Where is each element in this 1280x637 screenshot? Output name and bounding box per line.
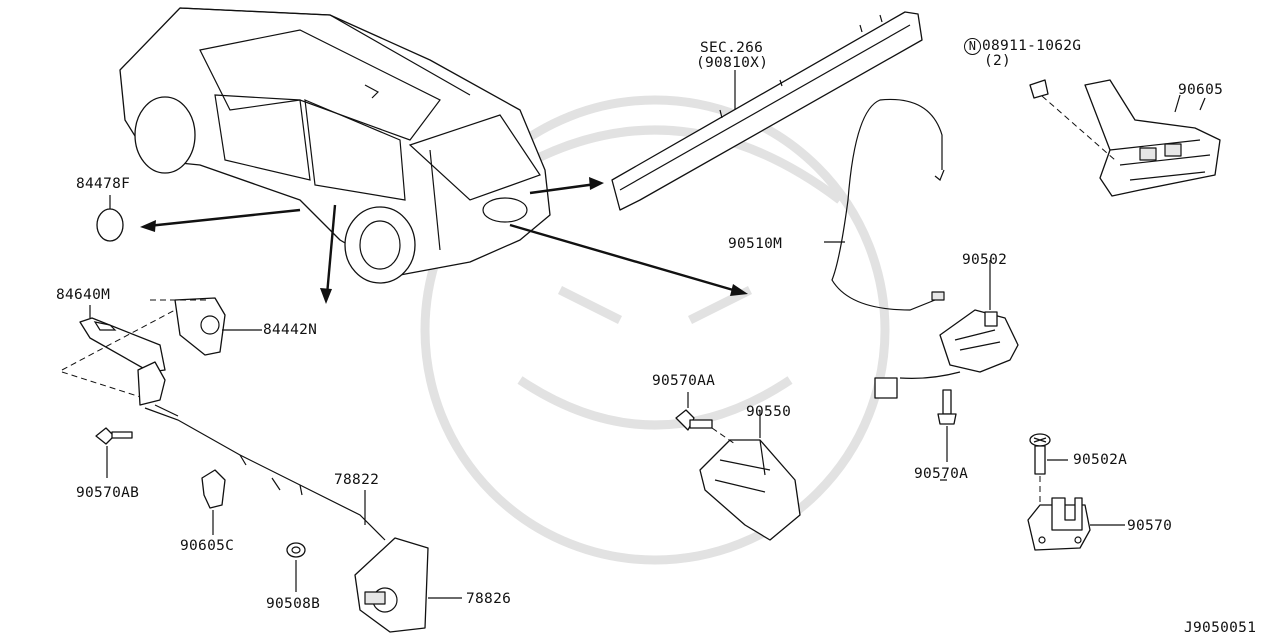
label-90605C: 90605C <box>180 538 235 554</box>
cap-84478F <box>96 208 124 242</box>
label-90570A: 90570A <box>914 466 969 482</box>
label-90550: 90550 <box>746 404 792 420</box>
label-90570: 90570 <box>1127 518 1173 534</box>
label-sec266-sub: (90810X) <box>696 55 769 71</box>
label-90502A: 90502A <box>1073 452 1128 468</box>
label-90508B: 90508B <box>266 596 321 612</box>
diagram-code: J9050051 <box>1184 620 1257 636</box>
vehicle-arrows <box>140 177 748 304</box>
label-08911-1062G: 08911-1062G <box>982 38 1082 54</box>
label-90510M: 90510M <box>728 236 783 252</box>
bolt-90570AA <box>675 392 736 445</box>
label-84640M: 84640M <box>56 287 111 303</box>
guide-dashes <box>61 299 210 401</box>
label-90570AA: 90570AA <box>652 373 716 389</box>
leader-lines <box>824 97 1206 481</box>
bracket-84442N <box>174 297 262 356</box>
lock-bracket-90605 <box>1029 79 1221 197</box>
label-84478F: 84478F <box>76 176 131 192</box>
watermark <box>420 95 890 565</box>
grommet-90508B <box>286 542 306 592</box>
lock-assembly-90502 <box>874 260 1019 399</box>
tailgate-finisher <box>611 11 923 211</box>
label-90570AB: 90570AB <box>76 485 140 501</box>
lever-assembly <box>137 361 386 541</box>
actuator-90550 <box>699 410 801 541</box>
label-84442N: 84442N <box>263 322 318 338</box>
handle-84640M <box>79 305 166 373</box>
label-nut-qty: (2) <box>984 53 1012 69</box>
label-78822: 78822 <box>334 472 380 488</box>
label-90605: 90605 <box>1178 82 1224 98</box>
clip-90605C <box>201 469 226 535</box>
label-78826: 78826 <box>466 591 512 607</box>
handle-78826 <box>354 537 462 633</box>
striker-90570 <box>1027 497 1125 551</box>
bolt-90502A <box>1029 433 1068 505</box>
vehicle-illustration <box>119 7 551 284</box>
label-sec266: SEC.266 <box>700 40 764 56</box>
bolt-90570AB <box>95 427 133 478</box>
bolt-90570A <box>937 389 957 462</box>
label-90502: 90502 <box>962 252 1008 268</box>
label-nut-symbol: N <box>964 38 981 55</box>
cable-90510M <box>831 98 945 311</box>
